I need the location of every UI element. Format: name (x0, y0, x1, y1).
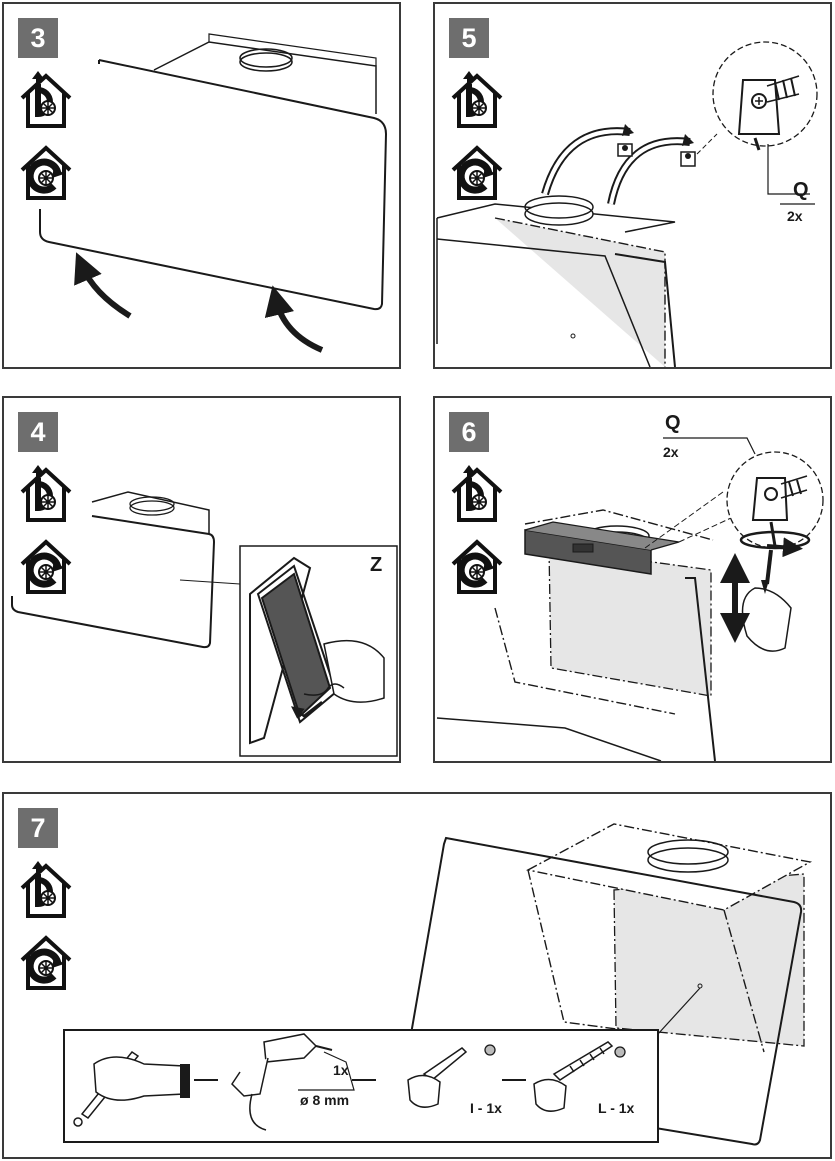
step-3-panel: 3 (2, 2, 401, 369)
step-7-panel: 7 1x ø 8 mm I - 1x L - 1x (2, 792, 832, 1159)
ducted-extraction-house-icon (445, 462, 509, 526)
hood-glass-panel-illustration (39, 33, 388, 353)
duct-collar-clips-illustration (436, 41, 818, 367)
drill-bit-diameter: ø 8 mm (300, 1092, 350, 1108)
step-number-badge: 7 (18, 808, 58, 848)
step-4-panel: 4 Z (2, 396, 401, 763)
part-quantity: 2x (787, 208, 803, 224)
step-number-badge: 6 (449, 412, 489, 452)
ducted-extraction-house-icon (14, 858, 78, 922)
recirculation-house-icon (14, 140, 78, 204)
part-label-q: Q (793, 179, 809, 201)
grease-filter-removal-illustration (11, 491, 398, 757)
recirculation-house-icon (14, 930, 78, 994)
detail-label-z: Z (370, 554, 383, 576)
step-number-badge: 5 (449, 18, 489, 58)
wall-mounting-illustration (63, 823, 813, 1146)
step-6-panel: 6 Q 2x (433, 396, 832, 763)
drill-quantity: 1x (333, 1062, 349, 1078)
ducted-extraction-house-icon (14, 462, 78, 526)
part-label-q: Q (665, 412, 681, 434)
recirculation-house-icon (445, 534, 509, 598)
step-5-panel: 5 Q 2x (433, 2, 832, 369)
ducted-extraction-house-icon (445, 68, 509, 132)
recirculation-house-icon (14, 534, 78, 598)
step-number-badge: 4 (18, 412, 58, 452)
duct-collar-fixing-illustration (436, 437, 824, 761)
ducted-extraction-house-icon (14, 68, 78, 132)
recirculation-house-icon (445, 140, 509, 204)
screw-label: L - 1x (598, 1100, 635, 1116)
part-quantity: 2x (663, 444, 679, 460)
step-number-badge: 3 (18, 18, 58, 58)
wall-plug-label: I - 1x (470, 1100, 502, 1116)
